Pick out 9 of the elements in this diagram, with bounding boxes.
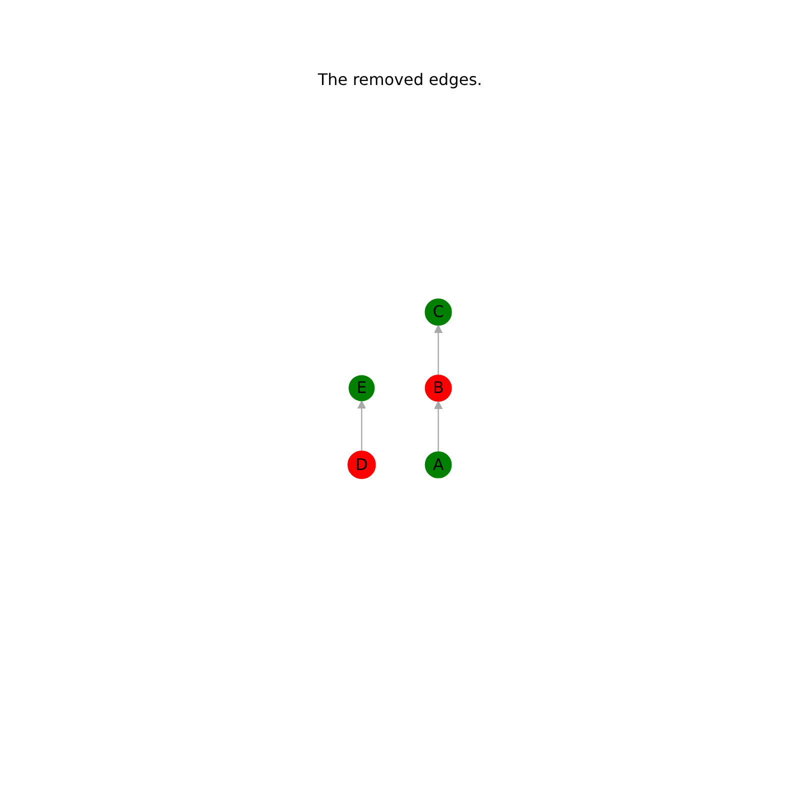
diagram-title: The removed edges. (316, 70, 484, 89)
arrow (358, 400, 366, 452)
node-circle: D (348, 450, 376, 480)
node-circle: B (425, 374, 452, 402)
node-circle: E (348, 375, 376, 402)
node-circle: A (425, 452, 452, 479)
arrow (434, 325, 443, 376)
node-circle: C (425, 298, 452, 326)
arrow (434, 401, 443, 452)
